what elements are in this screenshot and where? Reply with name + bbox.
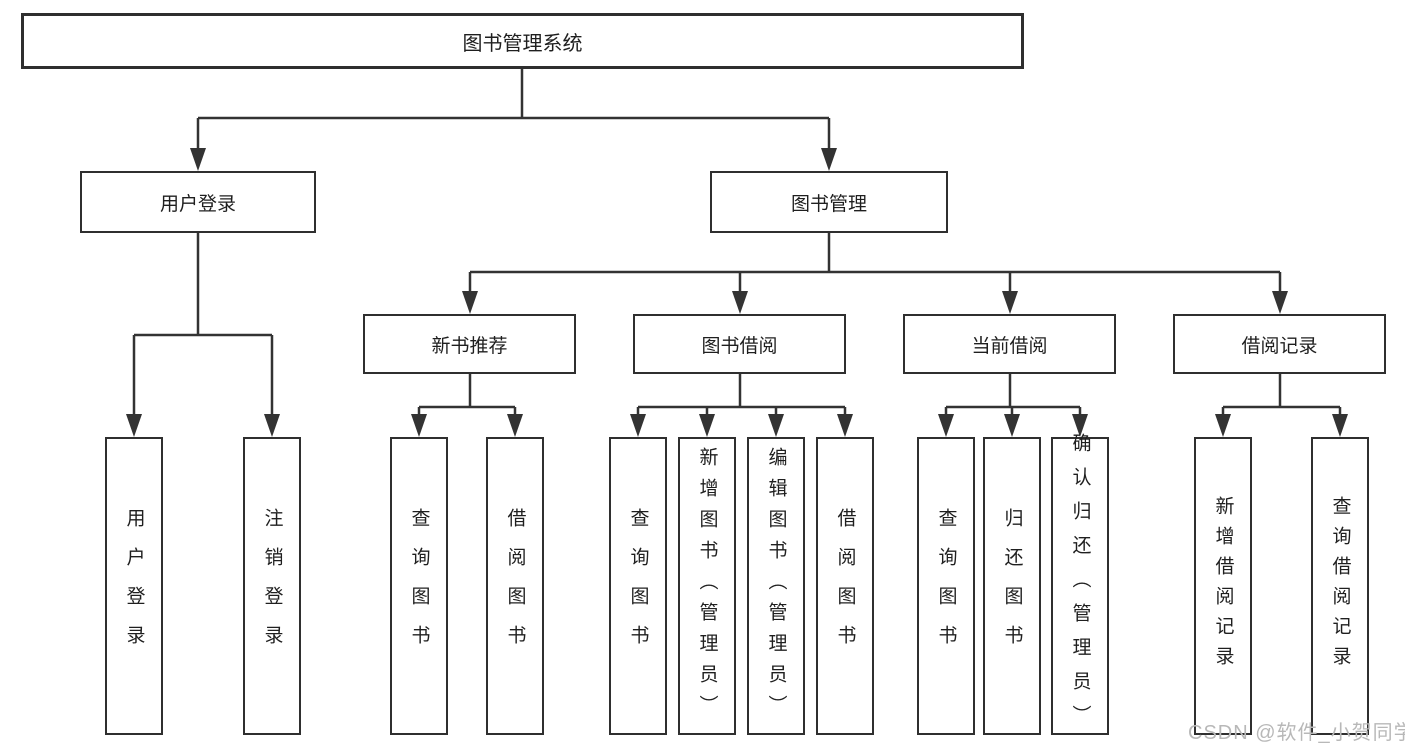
leaf-label: 借阅图书 — [504, 508, 526, 664]
leaf-label: 查询图书 — [408, 508, 430, 664]
leaf-logout: 注销登录 — [243, 437, 301, 735]
node-label: 图书管理 — [790, 193, 867, 215]
node-label: 用户登录 — [159, 193, 236, 215]
leaf-edit-book-admin: 编辑图书（管理员） — [747, 437, 805, 735]
node-label: 当前借阅 — [971, 335, 1048, 357]
leaf-query-book-nbr: 查询图书 — [390, 437, 448, 735]
node-library-management-system: 图书管理系统 — [21, 13, 1024, 69]
leaf-borrow-book-bb: 借阅图书 — [816, 437, 874, 735]
node-borrowing-records: 借阅记录 — [1173, 314, 1386, 374]
node-book-management: 图书管理 — [710, 171, 948, 233]
leaf-user-login: 用户登录 — [105, 437, 163, 735]
node-label: 借阅记录 — [1241, 335, 1318, 357]
leaf-confirm-return-admin: 确认归还（管理员） — [1051, 433, 1109, 739]
leaf-borrow-book-nbr: 借阅图书 — [486, 437, 544, 735]
leaf-label: 查询借阅记录 — [1329, 496, 1351, 676]
leaf-label: 用户登录 — [123, 508, 145, 664]
node-user-login: 用户登录 — [80, 171, 316, 233]
leaf-label: 注销登录 — [261, 508, 283, 664]
leaf-label: 归还图书 — [1001, 508, 1023, 664]
leaf-label: 新增图书（管理员） — [696, 446, 718, 726]
leaf-query-book-bb: 查询图书 — [609, 437, 667, 735]
leaf-label: 借阅图书 — [834, 508, 856, 664]
leaf-query-book-cb: 查询图书 — [917, 437, 975, 735]
leaf-return-book: 归还图书 — [983, 437, 1041, 735]
leaf-label: 确认归还（管理员） — [1069, 433, 1091, 739]
leaf-add-borrow-record: 新增借阅记录 — [1194, 437, 1252, 735]
node-label: 图书借阅 — [701, 335, 778, 357]
leaf-label: 新增借阅记录 — [1212, 496, 1234, 676]
node-new-book-recommendation: 新书推荐 — [363, 314, 576, 374]
csdn-watermark: CSDN @软件_小贺同学 — [1188, 722, 1405, 744]
leaf-label: 编辑图书（管理员） — [765, 446, 787, 726]
node-current-borrowing: 当前借阅 — [903, 314, 1116, 374]
node-label: 图书管理系统 — [462, 32, 583, 55]
node-book-borrowing: 图书借阅 — [633, 314, 846, 374]
leaf-label: 查询图书 — [627, 508, 649, 664]
leaf-add-book-admin: 新增图书（管理员） — [678, 437, 736, 735]
leaf-query-borrow-record: 查询借阅记录 — [1311, 437, 1369, 735]
node-label: 新书推荐 — [431, 335, 508, 357]
leaf-label: 查询图书 — [935, 508, 957, 664]
